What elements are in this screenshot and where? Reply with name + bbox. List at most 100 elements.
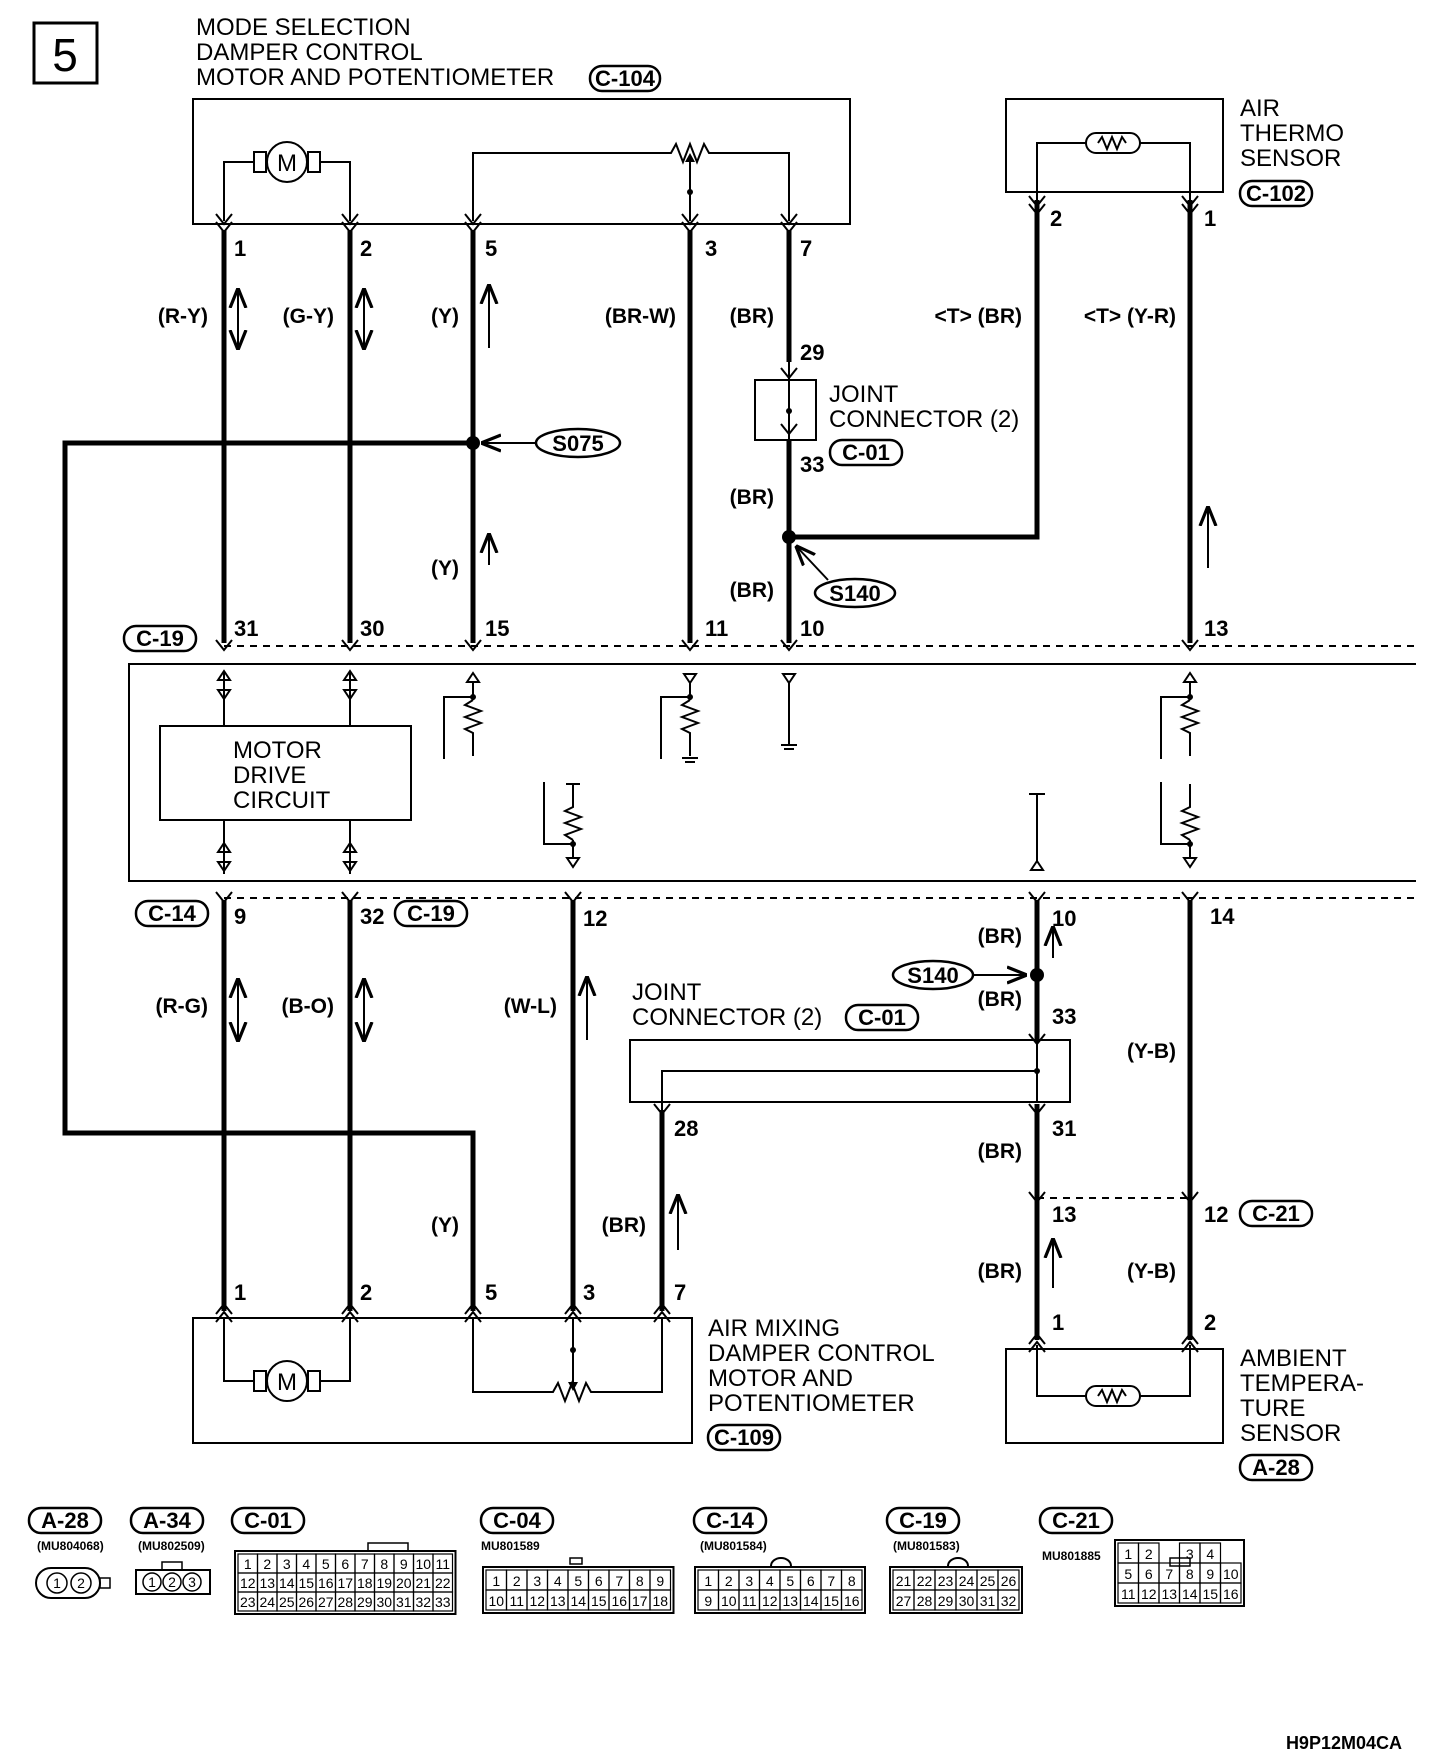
wire-color-label: (BR) [978, 925, 1022, 948]
cavity-number: 13 [1161, 1586, 1177, 1602]
cavity-number: 8 [848, 1573, 856, 1589]
c21-connector: 13 12 C-21 [1028, 1191, 1314, 1228]
cavity-number: 1 [148, 1574, 156, 1590]
cavity-number: 6 [1145, 1566, 1153, 1582]
cavity-number: 6 [341, 1556, 349, 1572]
pin-label: 15 [485, 616, 509, 641]
cavity-number: 27 [318, 1594, 334, 1610]
cavity-number: 19 [376, 1575, 392, 1591]
wire-colors-top: (R-Y) (G-Y) (Y) (BR-W) (BR) <T> (BR) <T>… [158, 305, 1176, 602]
cavity-number: 31 [396, 1594, 412, 1610]
air-mixing-title-3: MOTOR AND [708, 1365, 853, 1392]
cavity-number: 14 [279, 1575, 295, 1591]
cavity-number: 8 [636, 1573, 644, 1589]
wire-color-label: (Y) [431, 305, 459, 328]
pin-label: 2 [1050, 206, 1062, 231]
pin-label: 30 [360, 616, 384, 641]
signal-arrows-bottom [238, 928, 1053, 1288]
cavity-cell [840, 1589, 863, 1611]
a28-tag: A-28 [1252, 1455, 1300, 1480]
cavity-number: 13 [782, 1593, 798, 1609]
cavity-number: 3 [283, 1556, 291, 1572]
cavity-number: 16 [1223, 1586, 1239, 1602]
pin-label: 1 [234, 236, 246, 261]
ambient-sensor: 1 2 AMBIENT TEMPERA- TURE SENSOR A-28 [1005, 1310, 1364, 1482]
cavity-number: 14 [570, 1593, 586, 1609]
cavity-number: 22 [435, 1575, 451, 1591]
cavity-number: 12 [240, 1575, 256, 1591]
motor-symbol-m: M [277, 1369, 297, 1396]
c14-tag: C-14 [148, 901, 196, 926]
splice-s075: S075 [483, 427, 622, 459]
wire-color-label: (Y-B) [1127, 1040, 1176, 1063]
part-number: MU801589 [481, 1539, 540, 1553]
pin-label: 10 [800, 616, 824, 641]
cavity-number: 17 [337, 1575, 353, 1591]
cavity-number: 15 [823, 1593, 839, 1609]
joint-connector-bottom: JOINT CONNECTOR (2) C-01 33 28 31 [629, 979, 1076, 1141]
motor-drive-title-2: DRIVE [233, 762, 306, 789]
cavity-number: 1 [704, 1573, 712, 1589]
cavity-number: 1 [1124, 1546, 1132, 1562]
cavity-number: 21 [415, 1575, 431, 1591]
joint-bottom-title-1: JOINT [632, 979, 702, 1006]
cavity-number: 12 [1141, 1586, 1157, 1602]
splice-s140-top: S140 [797, 547, 897, 609]
connector-tag: A-28 [41, 1508, 89, 1533]
air-thermo-title-3: SENSOR [1240, 145, 1341, 172]
cavity-number: 24 [959, 1573, 975, 1589]
mode-damper-title-1: MODE SELECTION [196, 14, 411, 41]
cavity-number: 18 [652, 1593, 668, 1609]
pin-label: 11 [705, 616, 728, 641]
cavity-number: 11 [435, 1556, 450, 1572]
wire-color-label: (R-Y) [158, 305, 208, 328]
joint-top-title-1: JOINT [829, 381, 899, 408]
joint-top-title-2: CONNECTOR (2) [829, 406, 1019, 433]
pin-label: 31 [234, 616, 258, 641]
c109-tag: C-109 [714, 1425, 774, 1450]
cavity-number: 4 [302, 1556, 310, 1572]
wire-color-label: (Y) [431, 1214, 459, 1237]
cavity-number: 7 [615, 1573, 623, 1589]
diagram-code: H9P12M04CA [1286, 1733, 1402, 1753]
cavity-number: 9 [704, 1593, 712, 1609]
pin-label: 1 [1204, 206, 1216, 231]
thermistor-icon [1085, 132, 1141, 154]
connector-tag: C-01 [244, 1508, 292, 1533]
wire-color-label: (BR) [730, 305, 774, 328]
connector-outline [234, 1550, 457, 1615]
ambient-title-2: TEMPERA- [1240, 1370, 1364, 1397]
pin-label: 12 [1204, 1202, 1228, 1227]
cavity-number: 7 [361, 1556, 369, 1572]
part-number: MU801885 [1042, 1549, 1101, 1563]
splice-label: S140 [907, 963, 958, 988]
connector-outline [1114, 1539, 1245, 1607]
pin-label: 29 [800, 340, 824, 365]
cavity-number: 21 [896, 1573, 912, 1589]
cavity-number: 2 [1145, 1546, 1153, 1562]
cavity-number: 18 [357, 1575, 373, 1591]
wire-color-label: (B-O) [282, 995, 334, 1018]
cavity-number: 5 [322, 1556, 330, 1572]
part-number: (MU802509) [138, 1539, 205, 1553]
cavity-number: 15 [1202, 1586, 1218, 1602]
pin-label: 1 [234, 1280, 246, 1305]
cavity-number: 11 [742, 1593, 757, 1609]
wire-color-label: (G-Y) [283, 305, 334, 328]
wires-top [62, 200, 1193, 1311]
cavity-number: 25 [279, 1594, 295, 1610]
cavity-number: 27 [896, 1593, 912, 1609]
cavity-number: 31 [980, 1593, 996, 1609]
cavity-number: 29 [938, 1593, 954, 1609]
cavity-number: 17 [632, 1593, 648, 1609]
air-thermo-title-1: AIR [1240, 95, 1280, 122]
cavity-number: 3 [745, 1573, 753, 1589]
wire-color-label: (Y) [431, 557, 459, 580]
splice-label: S140 [829, 581, 880, 606]
pin-label: 28 [674, 1116, 698, 1141]
cavity-cell [997, 1589, 1020, 1611]
